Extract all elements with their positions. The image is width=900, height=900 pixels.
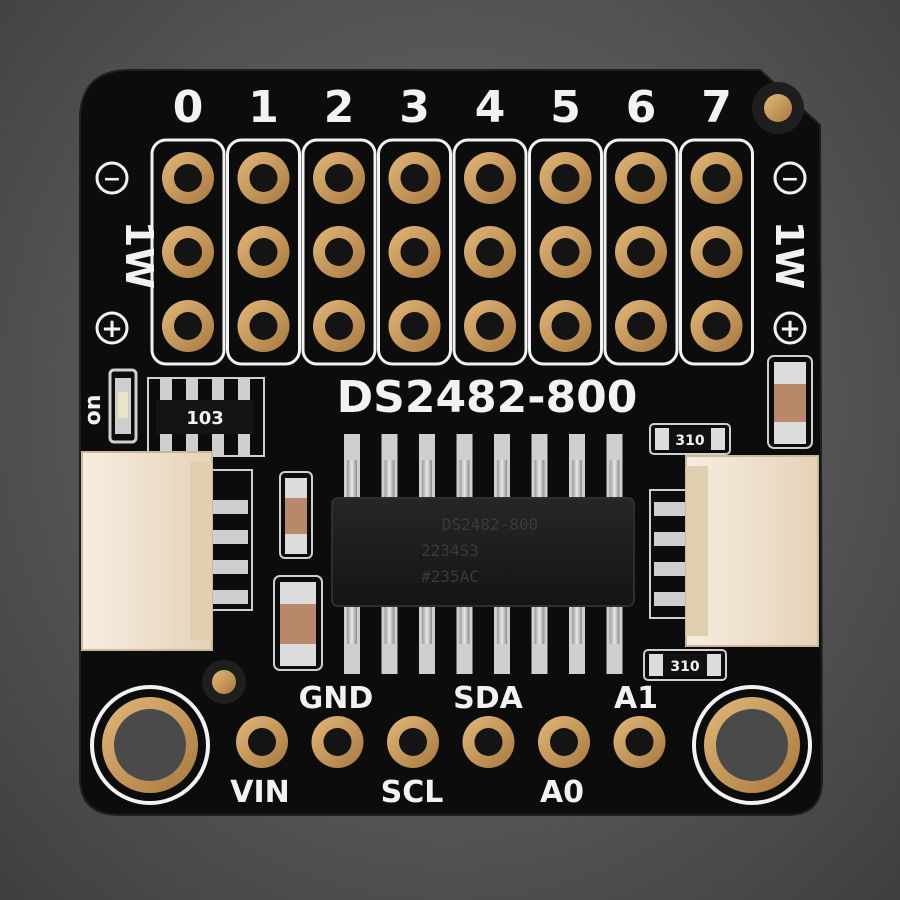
pad-channel-6-power bbox=[615, 300, 667, 352]
channel-outline-0 bbox=[150, 138, 226, 366]
ic-leg-top bbox=[456, 434, 473, 500]
power-led: on bbox=[81, 368, 138, 444]
main-ic: DS2482-800 2234S3 #235AC bbox=[331, 434, 635, 674]
pin-label-vin: VIN bbox=[230, 775, 290, 810]
channel-outline-1 bbox=[226, 138, 301, 366]
ic-leg-bottom bbox=[381, 604, 398, 674]
header-pin-scl bbox=[387, 716, 439, 768]
capacitor-large-left bbox=[273, 575, 323, 671]
chip-marking-line1: DS2482-800 bbox=[442, 515, 538, 534]
chip-name-label: DS2482-800 bbox=[337, 372, 638, 423]
header-pin-a0 bbox=[538, 716, 590, 768]
resistor-network: 103 bbox=[147, 377, 265, 457]
pad-channel-4-data bbox=[464, 226, 516, 278]
plus-symbol-right: + bbox=[779, 314, 801, 344]
minus-symbol-left: − bbox=[103, 167, 121, 192]
pin-label-sda: SDA bbox=[453, 681, 524, 716]
pad-channel-3-gnd bbox=[388, 152, 441, 204]
channel-outline-3 bbox=[377, 138, 452, 366]
header-pin-gnd bbox=[311, 716, 364, 768]
pin-label-a0: A0 bbox=[540, 775, 584, 810]
ic-leg-top bbox=[381, 434, 398, 500]
channel-number-2: 2 bbox=[324, 82, 355, 133]
ic-leg-bottom bbox=[456, 604, 473, 674]
ic-leg-bottom bbox=[419, 604, 435, 674]
pad-channel-3-power bbox=[388, 300, 441, 352]
pad-channel-3-data bbox=[388, 226, 441, 278]
pad-channel-0-power bbox=[162, 300, 214, 352]
stemma-connector-right bbox=[649, 455, 819, 647]
resistor-top-code: 310 bbox=[675, 433, 704, 449]
pad-channel-2-gnd bbox=[313, 152, 365, 204]
pad-channel-4-power bbox=[464, 300, 516, 352]
ic-leg-top bbox=[344, 434, 360, 500]
chip-marking-line2: 2234S3 bbox=[421, 541, 479, 560]
ic-leg-bottom bbox=[531, 604, 548, 674]
led-label: on bbox=[81, 395, 106, 426]
channel-outline-7 bbox=[679, 138, 754, 366]
channel-number-5: 5 bbox=[550, 82, 581, 133]
stemma-connector-left bbox=[81, 451, 253, 651]
side-label-right: − 1W + bbox=[767, 161, 811, 345]
pad-channel-1-data bbox=[237, 226, 290, 278]
header-pin-sda bbox=[462, 716, 515, 768]
capacitor-top-right bbox=[767, 355, 813, 449]
pad-channel-5-power bbox=[539, 300, 592, 352]
ic-leg-top bbox=[494, 434, 510, 500]
channel-outline-2 bbox=[301, 138, 377, 366]
chip-marking-line3: #235AC bbox=[421, 567, 479, 586]
pad-channel-5-gnd bbox=[539, 152, 592, 204]
header-pin-vin bbox=[236, 716, 288, 768]
pin-label-scl: SCL bbox=[381, 775, 444, 810]
channel-number-1: 1 bbox=[248, 82, 279, 133]
ic-leg-top bbox=[419, 434, 435, 500]
side-label-left: − 1W + bbox=[95, 161, 161, 345]
minus-symbol-right: − bbox=[781, 167, 799, 192]
ic-leg-top bbox=[531, 434, 548, 500]
pad-channel-6-data bbox=[615, 226, 667, 278]
resistor-top: 310 bbox=[649, 423, 731, 455]
pad-channel-0-gnd bbox=[162, 152, 214, 204]
capacitor-small-left bbox=[279, 471, 313, 559]
onewire-label-left: 1W bbox=[117, 221, 161, 289]
resistor-bottom: 310 bbox=[643, 649, 727, 681]
ic-leg-bottom bbox=[569, 604, 585, 674]
pin-label-a1: A1 bbox=[614, 681, 658, 716]
ic-leg-top bbox=[606, 434, 623, 500]
pad-channel-4-gnd bbox=[464, 152, 516, 204]
ic-leg-top bbox=[569, 434, 585, 500]
ic-leg-bottom bbox=[606, 604, 623, 674]
ic-leg-bottom bbox=[344, 604, 360, 674]
channel-outline-4 bbox=[452, 138, 528, 366]
pad-channel-7-gnd bbox=[690, 152, 743, 204]
pad-channel-2-power bbox=[313, 300, 365, 352]
header-pin-a1 bbox=[613, 716, 666, 768]
channel-outline-5 bbox=[528, 138, 603, 366]
channel-number-6: 6 bbox=[626, 82, 657, 133]
channel-outline-6 bbox=[603, 138, 679, 366]
pad-channel-2-data bbox=[313, 226, 365, 278]
pad-channel-6-gnd bbox=[615, 152, 667, 204]
pad-channel-7-power bbox=[690, 300, 743, 352]
pin-label-gnd: GND bbox=[299, 681, 374, 716]
pad-channel-1-power bbox=[237, 300, 290, 352]
resistor-network-code: 103 bbox=[186, 408, 224, 429]
mounting-hole-right bbox=[692, 685, 812, 805]
plus-symbol-left: + bbox=[101, 314, 123, 344]
channel-number-4: 4 bbox=[475, 82, 506, 133]
pad-channel-0-data bbox=[162, 226, 214, 278]
channel-number-3: 3 bbox=[399, 82, 430, 133]
pad-channel-7-data bbox=[690, 226, 743, 278]
ic-leg-bottom bbox=[494, 604, 510, 674]
channel-number-7: 7 bbox=[701, 82, 732, 133]
mounting-hole-left bbox=[90, 685, 210, 805]
onewire-label-right: 1W bbox=[767, 221, 811, 289]
pad-channel-5-data bbox=[539, 226, 592, 278]
pad-channel-1-gnd bbox=[237, 152, 290, 204]
resistor-bottom-code: 310 bbox=[670, 659, 699, 675]
channel-number-0: 0 bbox=[173, 82, 204, 133]
